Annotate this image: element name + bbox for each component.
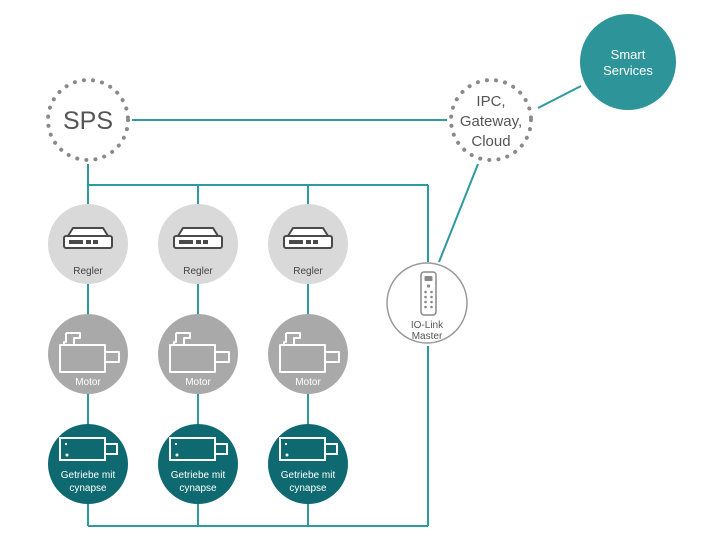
regler-label: Regler <box>293 266 323 277</box>
regler-node-3: Regler <box>268 204 348 284</box>
sps-node: SPS <box>46 78 130 162</box>
sps-label: SPS <box>63 107 113 135</box>
iolink-master-node: IO-Link Master <box>386 262 468 344</box>
iolink-label-line-1: IO-Link <box>411 320 444 331</box>
getriebe-label-line-2: cynapse <box>179 483 217 494</box>
ipc-gateway-cloud-node: IPC, Gateway, Cloud <box>449 78 533 162</box>
line-ipc-smart <box>537 85 582 109</box>
smart-services-node: Smart Services <box>580 14 676 110</box>
controller-icon <box>283 227 333 249</box>
drive-column-1: Regler Motor Getriebe mit cynapse <box>48 204 128 504</box>
motor-label: Motor <box>295 377 321 388</box>
motor-icon <box>59 332 120 373</box>
motor-label: Motor <box>185 377 211 388</box>
iolink-label-line-2: Master <box>412 331 443 342</box>
controller-icon <box>173 227 223 249</box>
getriebe-label-line-1: Getriebe mit <box>61 470 116 481</box>
getriebe-label-line-2: cynapse <box>69 483 107 494</box>
getriebe-label-line-2: cynapse <box>289 483 327 494</box>
ipc-dotted-ring <box>449 78 533 162</box>
drive-column-2: Regler Motor Getriebe mit cynapse <box>158 204 238 504</box>
gearbox-icon <box>59 437 118 461</box>
regler-node-1: Regler <box>48 204 128 284</box>
controller-icon <box>63 227 113 249</box>
motor-node-1: Motor <box>48 314 128 394</box>
motor-node-2: Motor <box>158 314 238 394</box>
sps-dotted-ring <box>46 78 130 162</box>
regler-label: Regler <box>183 266 213 277</box>
ipc-label-line-1: IPC, <box>476 93 505 110</box>
smart-services-label-line-1: Smart <box>611 47 646 62</box>
ipc-label-line-2: Gateway, <box>460 113 522 130</box>
smart-services-label-line-2: Services <box>603 63 653 78</box>
motor-label: Motor <box>75 377 101 388</box>
motor-icon <box>279 332 340 373</box>
getriebe-label-line-1: Getriebe mit <box>281 470 336 481</box>
gearbox-icon <box>169 437 228 461</box>
regler-label: Regler <box>73 266 103 277</box>
getriebe-node-3: Getriebe mit cynapse <box>268 424 348 504</box>
motor-icon <box>169 332 230 373</box>
getriebe-node-1: Getriebe mit cynapse <box>48 424 128 504</box>
motor-node-3: Motor <box>268 314 348 394</box>
getriebe-label-line-1: Getriebe mit <box>171 470 226 481</box>
smart-services-circle <box>580 14 676 110</box>
regler-node-2: Regler <box>158 204 238 284</box>
drive-column-3: Regler Motor Getriebe mit cynapse <box>268 204 348 504</box>
gearbox-icon <box>279 437 338 461</box>
iolink-device-icon <box>420 271 437 316</box>
ipc-label-line-3: Cloud <box>471 133 510 150</box>
getriebe-node-2: Getriebe mit cynapse <box>158 424 238 504</box>
line-ipc-iolink <box>438 163 479 263</box>
